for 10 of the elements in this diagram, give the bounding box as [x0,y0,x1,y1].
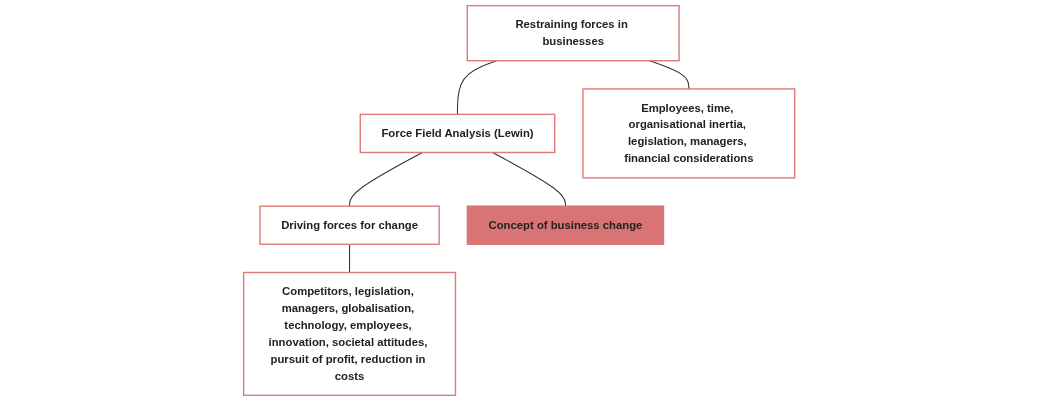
node-box: Concept of business change [466,205,664,245]
node-box: Restraining forces in businesses [466,4,680,62]
connector [456,60,498,115]
node-box: Driving forces for change [259,205,440,245]
connector [491,151,566,207]
node-box: Competitors, legislation, managers, globalisation, technology, employees, innovation, societal attitudes, pursuit of profit, reduction in costs [242,271,456,397]
connector [348,243,350,274]
node-box: Force Field Analysis (Lewin) [359,113,556,154]
node-box: Employees, time, organisational inertia, legislation, managers, financial considerations [582,88,796,179]
connector [348,151,423,207]
